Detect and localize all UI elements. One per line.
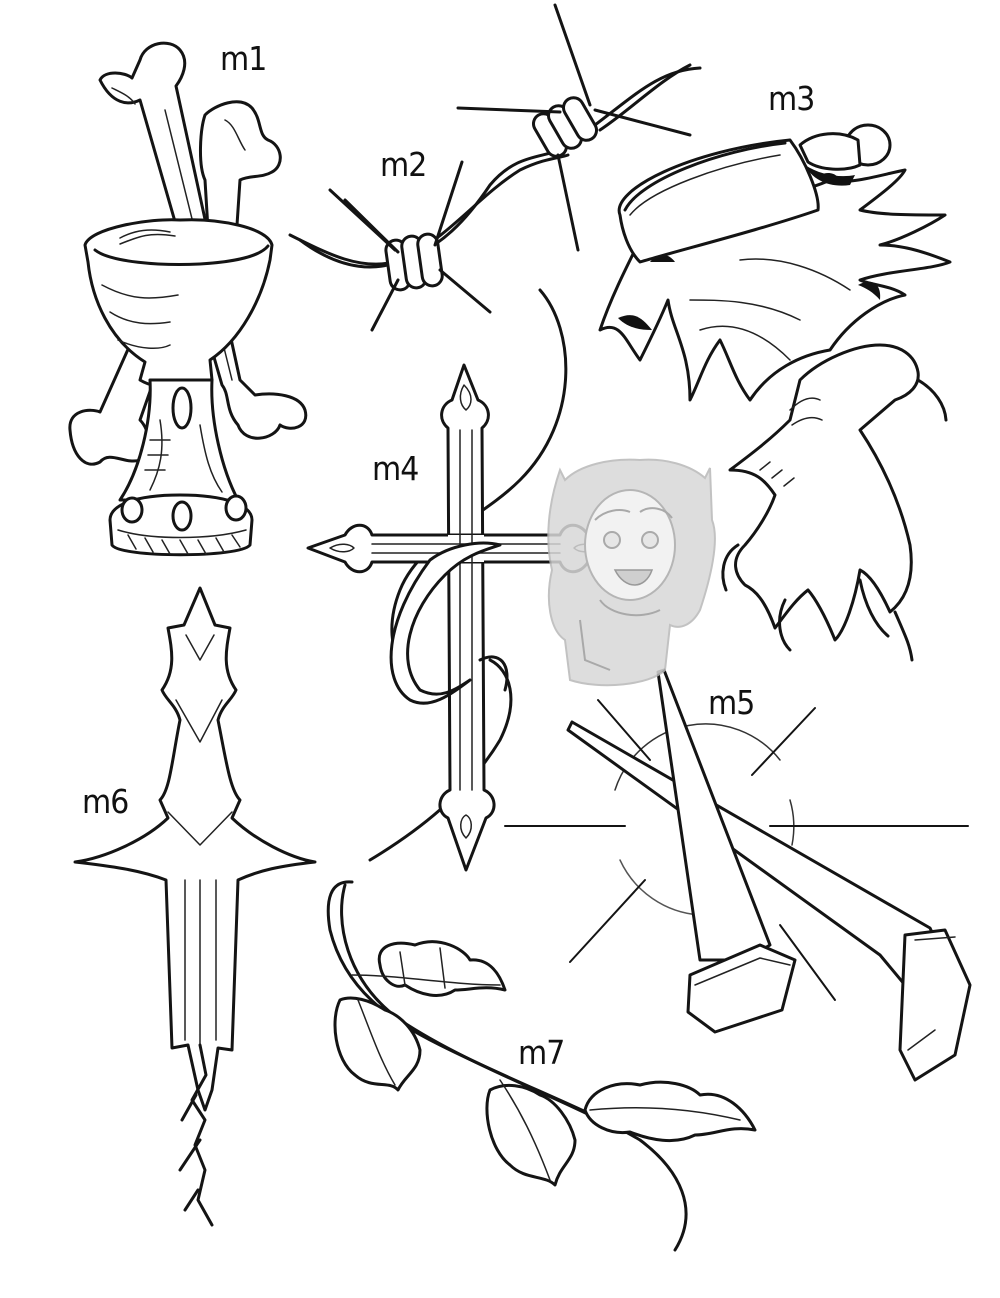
label-m1: m1	[220, 40, 267, 79]
m2-barbed-wire-drawing	[288, 3, 702, 332]
label-m5: m5	[708, 684, 755, 723]
m1-chalice-bones-drawing	[68, 41, 308, 557]
label-m4: m4	[372, 450, 419, 489]
m7-leafy-vine-drawing	[326, 880, 757, 1252]
m4-cross-ribbon-drawing	[306, 288, 614, 872]
label-m2: m2	[380, 146, 427, 185]
m5-crossed-nails-drawing	[504, 668, 972, 1082]
label-m3: m3	[768, 80, 815, 119]
artist-watermark	[547, 458, 716, 687]
m3-ring-flame-claw-drawing	[598, 123, 952, 662]
m6-dagger-drawing	[73, 586, 317, 1227]
label-m7: m7	[518, 1034, 565, 1073]
label-m6: m6	[82, 783, 129, 822]
